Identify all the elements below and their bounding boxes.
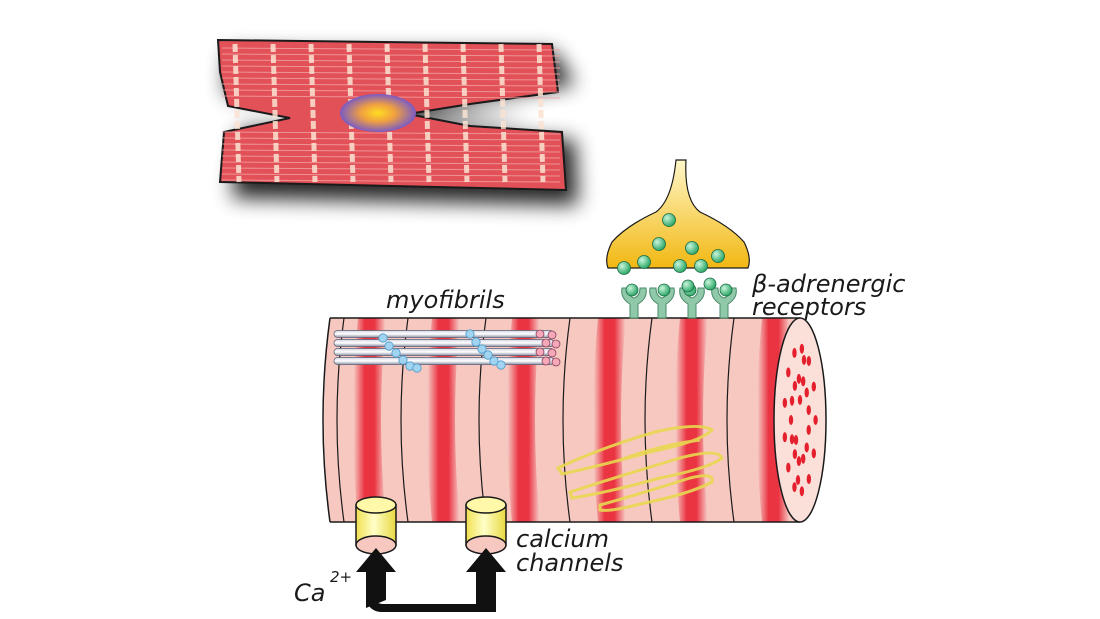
myosin-bead xyxy=(472,338,480,346)
end-dot xyxy=(796,475,800,485)
end-dot xyxy=(790,396,794,406)
myosin-bead xyxy=(385,342,393,350)
filament xyxy=(334,349,554,356)
vesicle xyxy=(653,238,666,251)
end-dot xyxy=(786,367,790,377)
vesicle xyxy=(686,242,699,255)
myosin-bead xyxy=(497,361,505,369)
receptors-label-line2: receptors xyxy=(752,293,866,321)
end-dot xyxy=(797,374,801,384)
end-dot xyxy=(792,482,796,492)
arrow-base-connector xyxy=(366,600,486,612)
filament xyxy=(334,358,554,365)
end-dot xyxy=(793,381,797,391)
vesicle xyxy=(618,262,631,275)
end-dot xyxy=(790,434,794,444)
nerve-terminal xyxy=(607,160,750,275)
bound-ligand xyxy=(720,284,732,296)
vesicle xyxy=(638,256,651,269)
end-dot xyxy=(802,355,806,365)
calcium-channel-1 xyxy=(356,497,396,554)
myosin-bead xyxy=(379,334,387,342)
arrow-up-right xyxy=(466,548,506,612)
vesicle xyxy=(674,260,687,273)
filament-end xyxy=(542,339,550,347)
myosin-bead xyxy=(466,330,474,338)
filament-end xyxy=(536,348,544,356)
end-dot xyxy=(812,382,816,392)
end-dot xyxy=(801,454,805,464)
cardiomyocyte xyxy=(218,40,578,205)
end-dot xyxy=(800,486,804,496)
end-dot xyxy=(797,456,801,466)
end-dot xyxy=(793,449,797,459)
vesicle xyxy=(712,250,725,263)
end-dot xyxy=(794,435,798,445)
end-dot xyxy=(792,348,796,358)
end-dot xyxy=(800,344,804,354)
end-dot xyxy=(807,405,811,415)
end-dot xyxy=(807,425,811,435)
end-dot xyxy=(805,442,809,452)
myofibrils-label: myofibrils xyxy=(386,286,505,314)
end-dot xyxy=(786,463,790,473)
nucleus xyxy=(340,94,416,132)
filament-end xyxy=(548,349,556,357)
free-ligand xyxy=(682,280,694,292)
vesicle xyxy=(695,260,708,273)
beta-adrenergic-receptors xyxy=(622,278,737,318)
calcium-channel-2 xyxy=(466,497,506,554)
arrow-up-left xyxy=(356,548,396,608)
myosin-bead xyxy=(392,349,400,357)
ion-charge-label: 2+ xyxy=(330,568,352,586)
end-dot xyxy=(783,398,787,408)
filament-end xyxy=(548,331,556,339)
end-dot xyxy=(805,388,809,398)
myosin-bead xyxy=(399,356,407,364)
channels-label-line2: channels xyxy=(516,549,623,577)
filament-end xyxy=(552,358,560,366)
calcium-flow-arrows xyxy=(356,548,506,612)
ion-label: Ca xyxy=(294,579,325,607)
vesicle xyxy=(663,214,676,227)
myosin-bead xyxy=(413,364,421,372)
end-dot xyxy=(789,415,793,425)
bound-ligand xyxy=(626,284,638,296)
end-dot xyxy=(813,415,817,425)
end-dot xyxy=(801,376,805,386)
muscle-fiber xyxy=(323,318,826,522)
end-dot xyxy=(807,474,811,484)
end-dot xyxy=(812,448,816,458)
end-dot xyxy=(783,432,787,442)
end-dot xyxy=(807,356,811,366)
filament-end xyxy=(552,340,560,348)
filament xyxy=(334,331,554,338)
filament-end xyxy=(542,357,550,365)
filament xyxy=(334,340,554,347)
end-dot xyxy=(798,395,802,405)
bound-ligand xyxy=(658,284,670,296)
free-ligand xyxy=(704,278,716,290)
axon-terminal xyxy=(607,160,750,268)
filament-end xyxy=(536,330,544,338)
